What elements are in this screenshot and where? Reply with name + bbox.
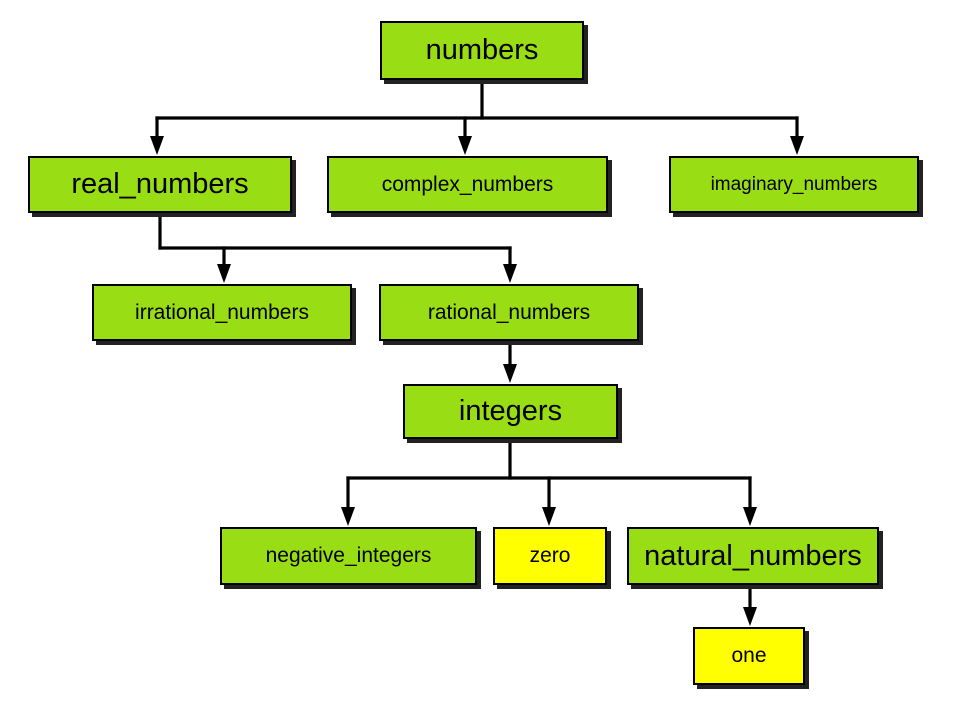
node-complex-numbers: complex_numbers	[327, 156, 608, 213]
node-natural-numbers: natural_numbers	[627, 527, 879, 585]
arrowhead-to-integers	[503, 364, 517, 383]
node-integers: integers	[403, 384, 618, 439]
node-irrational-numbers: irrational_numbers	[92, 284, 352, 341]
node-rational-numbers: rational_numbers	[379, 284, 639, 341]
arrowhead-to-zero	[542, 507, 556, 526]
node-one: one	[693, 627, 805, 685]
arrowhead-to-irrational-numbers	[217, 264, 231, 283]
arrowhead-to-negative-integers	[341, 507, 355, 526]
arrowhead-to-imaginary-numbers	[790, 136, 804, 155]
arrowhead-to-complex-numbers	[458, 136, 472, 155]
arrowhead-to-natural-numbers	[743, 507, 757, 526]
arrowhead-to-rational-numbers	[503, 264, 517, 283]
node-zero: zero	[493, 527, 607, 585]
node-real-numbers: real_numbers	[28, 156, 292, 213]
arrowhead-to-one	[743, 607, 757, 626]
arrowhead-to-real-numbers	[150, 136, 164, 155]
node-negative-integers: negative_integers	[220, 527, 477, 585]
node-imaginary-numbers: imaginary_numbers	[669, 156, 919, 213]
node-numbers: numbers	[380, 21, 584, 80]
